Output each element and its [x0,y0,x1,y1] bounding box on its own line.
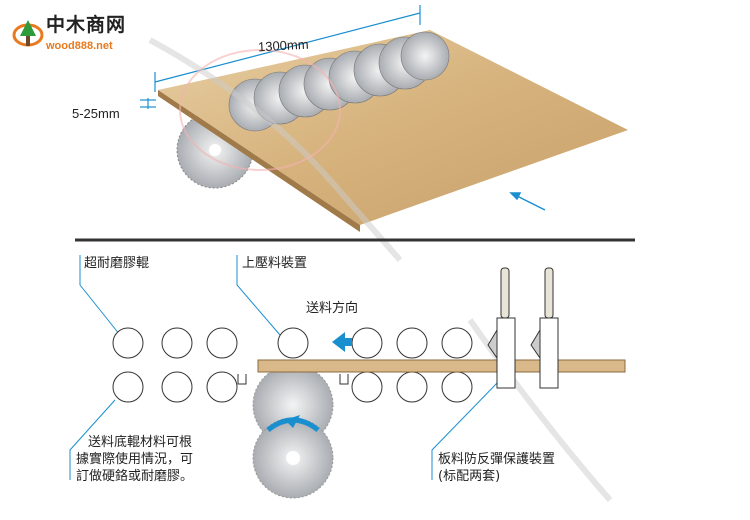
board-edge [158,90,360,232]
logo-text: 中木商网 [46,14,127,36]
guard-note: 板料防反彈保護裝置 (标配两套) [438,451,555,485]
logo-icon [12,20,44,47]
guard-note-line: (标配两套) [438,469,501,484]
guard-note-line: 板料防反彈保護裝置 [438,452,556,467]
workpiece-board [257,359,626,373]
feed-arrow-icon [509,192,546,211]
anti-kickback-guards [487,267,559,389]
feed-direction-label: 送料方向 [306,301,359,316]
callout-lines [69,255,501,480]
thickness-label: 5-25mm [72,106,120,121]
logo-domain: wood888.net [46,40,113,52]
width-label: 1300mm [257,36,309,55]
roller-note-line: 據實際使用情況，可 [76,452,194,467]
roller-note-line: 訂做硬鉻或耐磨膠。 [76,469,194,484]
thickness-dimension [140,98,156,109]
saw-blades [252,364,334,499]
press-label: 上壓料裝置 [242,256,308,271]
rollers [112,327,473,403]
saw-blade-row [228,31,450,132]
clips [237,374,349,385]
feed-direction-arrow [332,332,352,352]
watermark [148,37,613,502]
watermark-ring [179,49,341,171]
roller-label: 超耐磨膠輥 [84,256,150,271]
roller-note: 送料底輥材料可根 據實際使用情況，可 訂做硬鉻或耐磨膠。 [76,434,193,485]
roller-note-line: 送料底輥材料可根 [88,435,193,450]
